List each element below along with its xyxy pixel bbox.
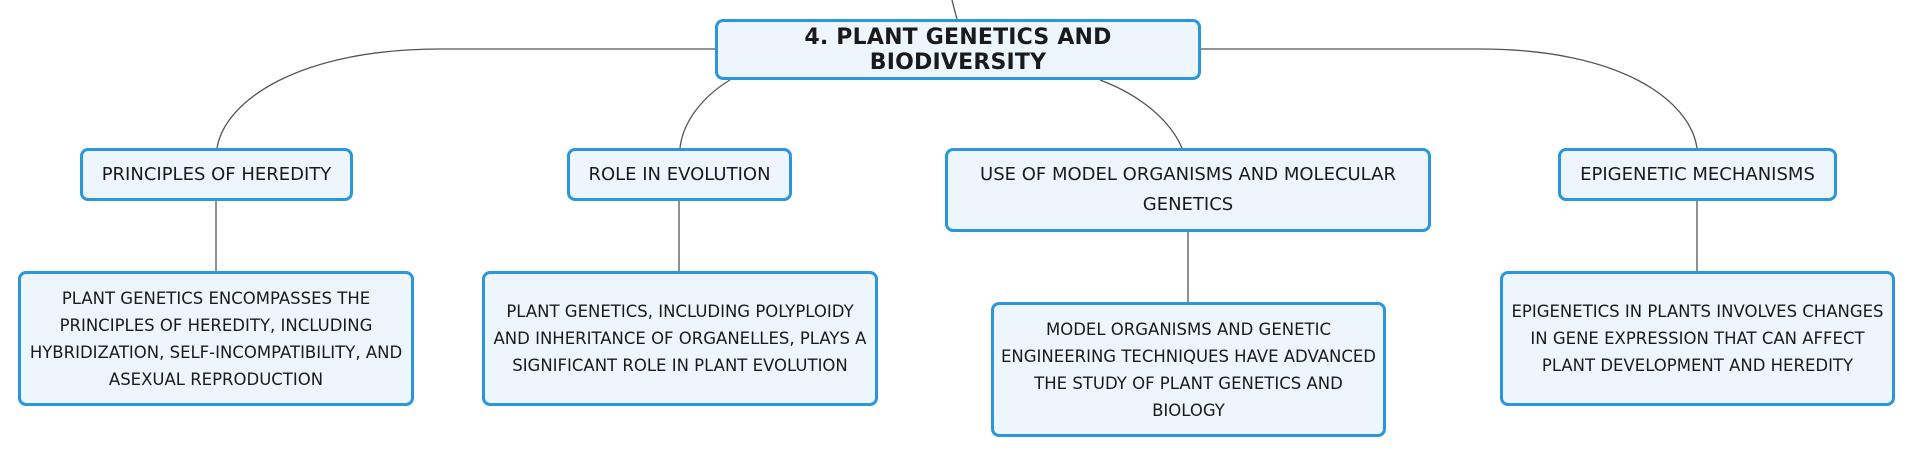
topic-label: EPIGENETIC MECHANISMS (1580, 163, 1815, 185)
detail-line: ASEXUAL REPRODUCTION (108, 369, 324, 389)
detail-line: MODEL ORGANISMS AND GENETIC (1046, 319, 1331, 339)
topic-principles-of-heredity[interactable]: PRINCIPLES OF HEREDITY (80, 148, 353, 201)
detail-line: PLANT GENETICS, INCLUDING POLYPLOIDY (506, 302, 854, 321)
connector-parent (951, 0, 958, 20)
topic-role-in-evolution[interactable]: ROLE IN EVOLUTION (567, 148, 792, 201)
topic-label: ROLE IN EVOLUTION (588, 163, 771, 185)
detail-line: THE STUDY OF PLANT GENETICS AND (1034, 373, 1343, 393)
detail-line: HYBRIDIZATION, SELF-INCOMPATIBILITY, AND (29, 342, 403, 362)
connector-root-epigen (1201, 48, 1698, 149)
connector-root-heredity (216, 48, 715, 149)
connector-root-evolution (679, 79, 731, 149)
detail-line: PLANT DEVELOPMENT AND HEREDITY (1541, 356, 1854, 375)
topic-model-organisms[interactable]: USE OF MODEL ORGANISMS AND MOLECULAR GEN… (945, 148, 1431, 232)
detail-epigenetic-mechanisms[interactable]: EPIGENETICS IN PLANTS INVOLVES CHANGES I… (1500, 271, 1895, 406)
detail-line: AND INHERITANCE OF ORGANELLES, PLAYS A (493, 329, 867, 348)
root-title: 4. PLANT GENETICS AND BIODIVERSITY (804, 24, 1112, 75)
detail-line: PRINCIPLES OF HEREDITY, INCLUDING (59, 315, 373, 335)
detail-line: IN GENE EXPRESSION THAT CAN AFFECT (1530, 329, 1865, 348)
root-node[interactable]: 4. PLANT GENETICS AND BIODIVERSITY (715, 19, 1201, 80)
topic-label-line-2: GENETICS (1142, 194, 1234, 215)
topic-label-line-1: USE OF MODEL ORGANISMS AND MOLECULAR (980, 164, 1396, 185)
detail-line: PLANT GENETICS ENCOMPASSES THE (61, 288, 371, 308)
topic-label: PRINCIPLES OF HEREDITY (101, 163, 332, 185)
detail-line: ENGINEERING TECHNIQUES HAVE ADVANCED (1001, 346, 1376, 366)
connector-root-model (1099, 79, 1183, 149)
detail-line: SIGNIFICANT ROLE IN PLANT EVOLUTION (512, 356, 848, 375)
detail-line: EPIGENETICS IN PLANTS INVOLVES CHANGES (1511, 302, 1884, 321)
detail-role-in-evolution[interactable]: PLANT GENETICS, INCLUDING POLYPLOIDY AND… (482, 271, 878, 406)
topic-epigenetic-mechanisms[interactable]: EPIGENETIC MECHANISMS (1558, 148, 1837, 201)
detail-line: BIOLOGY (1152, 400, 1225, 420)
detail-model-organisms[interactable]: MODEL ORGANISMS AND GENETIC ENGINEERING … (991, 302, 1386, 437)
detail-principles-of-heredity[interactable]: PLANT GENETICS ENCOMPASSES THE PRINCIPLE… (18, 271, 414, 406)
